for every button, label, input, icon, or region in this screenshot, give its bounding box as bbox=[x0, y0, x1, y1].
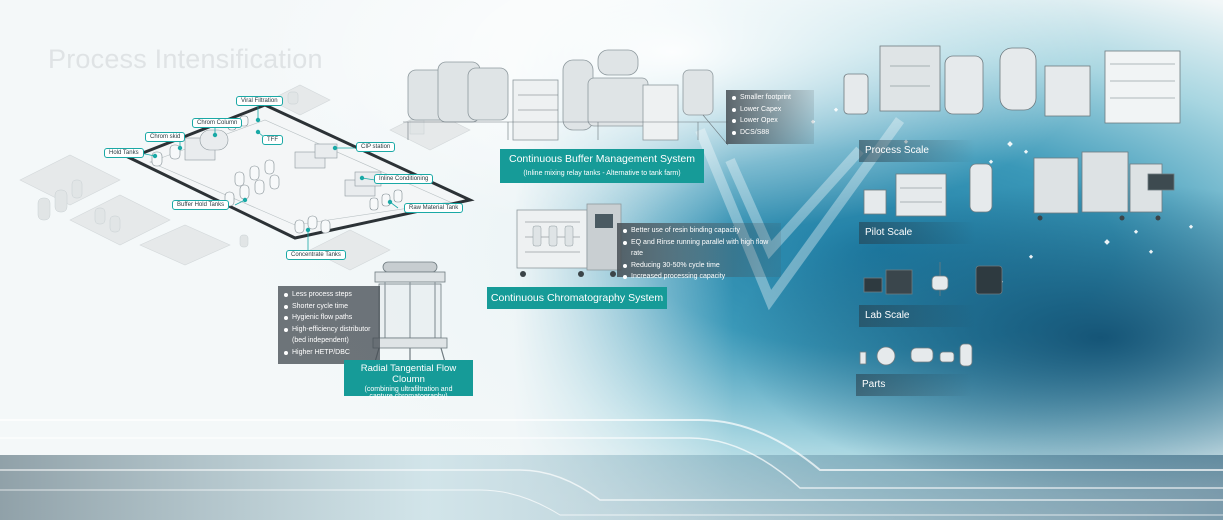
radial-flow-subtitle-line1: (combining ultrafiltration and bbox=[364, 386, 453, 393]
scale-label-parts: Parts bbox=[856, 374, 972, 396]
scale-label-pilot: Pilot Scale bbox=[859, 222, 975, 244]
buffer-management-equipment-image bbox=[403, 49, 729, 146]
label-inline-conditioning: Inline Conditioning bbox=[374, 174, 434, 184]
chromatography-feature-item: Better use of resin binding capacity bbox=[621, 225, 777, 237]
chromatography-heading-box: Continuous Chromatography System bbox=[487, 287, 667, 309]
scale-label-lab: Lab Scale bbox=[859, 305, 975, 327]
label-concentrate-tanks: Concentrate Tanks bbox=[286, 250, 346, 260]
buffer-mgmt-features-panel: Smaller footprint Lower Capex Lower Opex… bbox=[726, 90, 814, 144]
radial-flow-features-panel: Less process steps Shorter cycle time Hy… bbox=[278, 286, 380, 364]
buffer-mgmt-title: Continuous Buffer Management System bbox=[509, 153, 695, 165]
label-tff: TFF bbox=[262, 135, 283, 145]
radial-flow-title: Radial Tangential Flow Cloumn bbox=[360, 363, 457, 385]
radial-flow-subtitle-line2: capture chromatography) bbox=[369, 393, 448, 400]
chromatography-features-panel: Better use of resin binding capacity EQ … bbox=[617, 223, 781, 280]
process-scale-equipment-image bbox=[843, 45, 1181, 124]
label-chrom-skid: Chrom skid bbox=[145, 132, 186, 142]
chromatography-feature-item: Reducing 30-50% cycle time bbox=[621, 260, 777, 272]
label-viral-filtration: Viral Filtration bbox=[236, 96, 283, 106]
radial-feature-item: High-efficiency distributor bbox=[282, 324, 376, 336]
buffer-feature-item: Lower Capex bbox=[730, 104, 810, 116]
buffer-mgmt-heading-box: Continuous Buffer Management System (Inl… bbox=[500, 149, 704, 183]
radial-feature-item: Shorter cycle time bbox=[282, 301, 376, 313]
label-chrom-column: Chrom Column bbox=[192, 118, 243, 128]
lab-scale-equipment-image bbox=[863, 262, 1003, 296]
label-raw-material-tank: Raw Material Tank bbox=[404, 203, 464, 213]
radial-feature-item: Hygienic flow paths bbox=[282, 312, 376, 324]
scale-label-process: Process Scale bbox=[859, 140, 975, 162]
radial-feature-item: (bed independent) bbox=[292, 337, 349, 344]
buffer-feature-item: Lower Opex bbox=[730, 115, 810, 127]
label-buffer-hold-tanks: Buffer Hold Tanks bbox=[172, 200, 230, 210]
chromatography-feature-item: EQ and Rinse running parallel with high … bbox=[621, 237, 777, 260]
chromatography-feature-item: Increased processing capacity bbox=[621, 271, 777, 283]
radial-feature-item: Less process steps bbox=[282, 289, 376, 301]
parts-image bbox=[859, 343, 973, 367]
buffer-feature-item: DCS/S88 bbox=[730, 127, 810, 139]
chromatography-title: Continuous Chromatography System bbox=[490, 292, 664, 304]
buffer-feature-item: Smaller footprint bbox=[730, 92, 810, 104]
radial-feature-item: Higher HETP/DBC bbox=[282, 347, 376, 359]
radial-flow-column-image bbox=[372, 261, 448, 363]
pilot-scale-equipment-image bbox=[863, 163, 993, 217]
process-scale-systems-image bbox=[1033, 151, 1175, 221]
buffer-mgmt-subtitle: (Inline mixing relay tanks - Alternative… bbox=[523, 170, 681, 177]
radial-flow-heading-box: Radial Tangential Flow Cloumn (combining… bbox=[344, 360, 473, 400]
label-hold-tanks: Hold Tanks bbox=[104, 148, 144, 158]
plant-layout-diagram bbox=[19, 84, 475, 271]
chromatography-equipment-image bbox=[516, 203, 622, 277]
page-title: Process Intensification bbox=[48, 44, 323, 74]
label-cip-station: CIP station bbox=[356, 142, 396, 152]
